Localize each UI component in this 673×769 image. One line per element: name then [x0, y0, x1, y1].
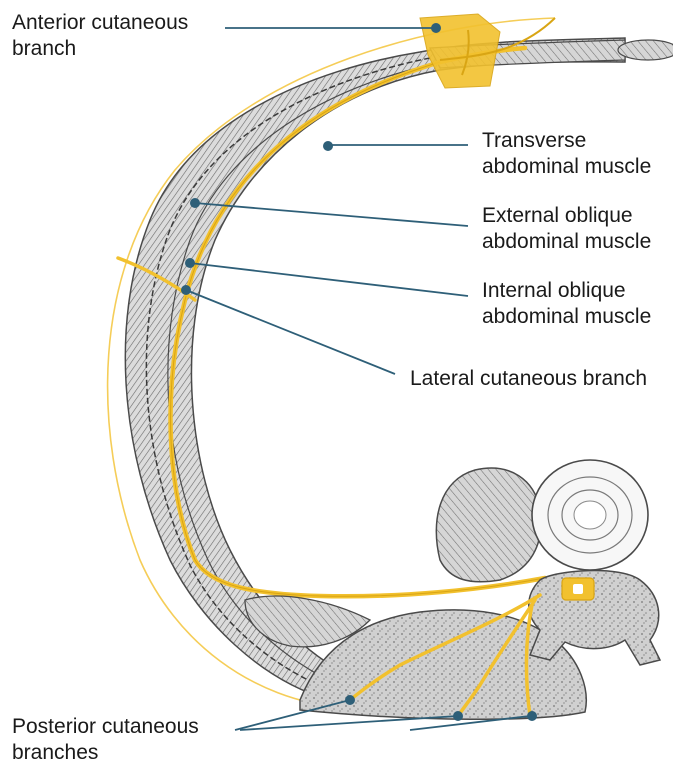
label-internal-line-2: abdominal muscle: [482, 304, 651, 330]
dot-internal-oblique: [185, 258, 195, 268]
leader-internal-oblique: [190, 263, 468, 296]
label-lateral-cutaneous-branch: Lateral cutaneous branch: [410, 366, 647, 392]
dot-external-oblique: [190, 198, 200, 208]
label-posterior-line-2: branches: [12, 740, 199, 766]
label-anterior-cutaneous-branch: Anterior cutaneous branch: [12, 10, 188, 62]
linea-alba: [618, 40, 673, 60]
leader-external-oblique: [195, 203, 468, 226]
dot-lateral: [181, 285, 191, 295]
dot-anterior: [431, 23, 441, 33]
vertebral-disc-core: [574, 501, 606, 529]
label-anterior-line-2: branch: [12, 36, 188, 62]
dot-posterior-2: [453, 711, 463, 721]
label-external-line-1: External oblique: [482, 203, 651, 229]
label-posterior-line-1: Posterior cutaneous: [12, 714, 199, 740]
label-internal-line-1: Internal oblique: [482, 278, 651, 304]
psoas-muscle: [436, 468, 541, 582]
dot-transverse: [323, 141, 333, 151]
label-transverse-abdominal-muscle: Transverse abdominal muscle: [482, 128, 651, 180]
leader-lateral: [186, 290, 395, 374]
label-anterior-line-1: Anterior cutaneous: [12, 10, 188, 36]
label-external-oblique-abdominal-muscle: External oblique abdominal muscle: [482, 203, 651, 255]
leader-posterior-1: [235, 700, 350, 730]
dot-posterior-1: [345, 695, 355, 705]
label-internal-oblique-abdominal-muscle: Internal oblique abdominal muscle: [482, 278, 651, 330]
spinal-cord-center: [573, 584, 583, 594]
label-posterior-cutaneous-branches: Posterior cutaneous branches: [12, 714, 199, 766]
label-lateral-line-1: Lateral cutaneous branch: [410, 366, 647, 392]
label-transverse-line-1: Transverse: [482, 128, 651, 154]
dot-posterior-3: [527, 711, 537, 721]
label-transverse-line-2: abdominal muscle: [482, 154, 651, 180]
label-external-line-2: abdominal muscle: [482, 229, 651, 255]
